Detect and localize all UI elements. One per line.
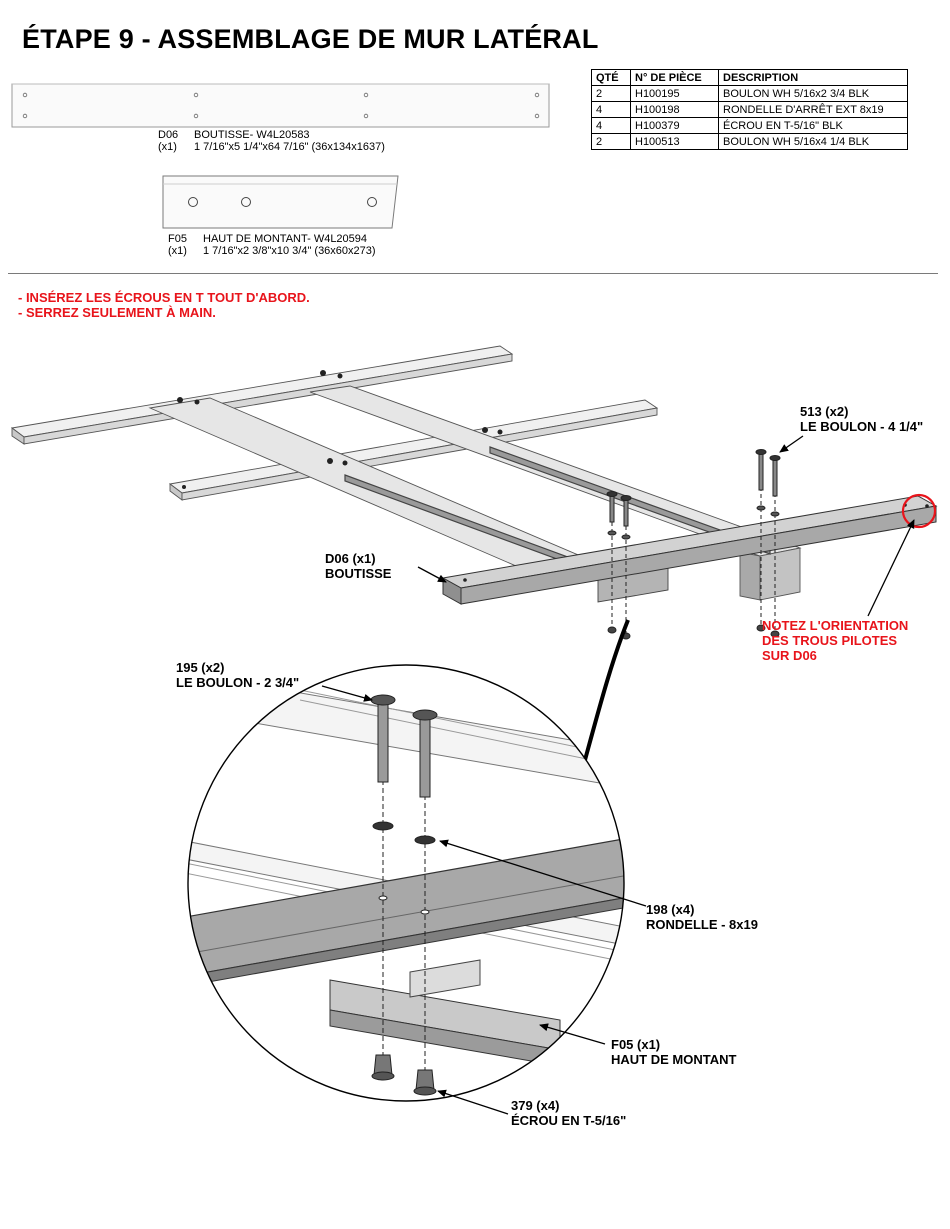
callout-f05-stud-top: F05 (x1) HAUT DE MONTANT: [611, 1037, 737, 1067]
table-cell-description: RONDELLE D'ARRÊT EXT 8x19: [718, 101, 908, 118]
part-d06-dims: 1 7/16"x5 1/4"x64 7/16" (36x134x1637): [194, 141, 385, 153]
table-cell-part-number: H100198: [630, 101, 719, 118]
part-d06-drawing: [11, 83, 550, 229]
parts-table: QTÉ N° DE PIÈCE DESCRIPTION 2 H100195 BO…: [591, 69, 908, 150]
detail-view: [188, 665, 624, 1101]
callout-washer-198: 198 (x4) RONDELLE - 8x19: [646, 902, 758, 932]
detail-connector-curve: [583, 619, 630, 761]
part-f05-code: F05: [168, 233, 187, 245]
part-f05-dims: 1 7/16"x2 3/8"x10 3/4" (36x60x273): [203, 245, 376, 257]
callout-d06-beam: D06 (x1) BOUTISSE: [325, 551, 392, 581]
instruction-note: - INSÉREZ LES ÉCROUS EN T TOUT D'ABORD.: [18, 290, 310, 305]
d06-beam: [441, 495, 938, 605]
table-row: 2 H100513 BOULON WH 5/16x4 1/4 BLK: [591, 133, 908, 150]
callout-t-nut-379: 379 (x4) ÉCROU EN T-5/16": [511, 1098, 627, 1128]
table-cell-description: BOULON WH 5/16x4 1/4 BLK: [718, 133, 908, 150]
part-d06-qty: (x1): [158, 141, 177, 153]
bolts-513: [755, 449, 781, 638]
part-f05-drawing: [162, 175, 399, 229]
detail-circle-border: [187, 664, 625, 1102]
parts-table-header: QTÉ N° DE PIÈCE DESCRIPTION: [591, 69, 908, 86]
table-cell-part-number: H100513: [630, 133, 719, 150]
table-row: 4 H100198 RONDELLE D'ARRÊT EXT 8x19: [591, 101, 908, 118]
table-cell-description: BOULON WH 5/16x2 3/4 BLK: [718, 85, 908, 102]
table-row: 2 H100195 BOULON WH 5/16x2 3/4 BLK: [591, 85, 908, 102]
bolts-195-overview: [606, 491, 632, 640]
callout-bolt-195: 195 (x2) LE BOULON - 2 3/4": [176, 660, 300, 690]
part-d06-code: D06: [158, 129, 179, 141]
section-divider: [8, 273, 938, 274]
part-f05-name: HAUT DE MONTANT- W4L20594: [203, 233, 368, 245]
orientation-highlight-circle: [901, 493, 937, 529]
part-f05-qty: (x1): [168, 245, 187, 257]
table-row: 4 H100379 ÉCROU EN T-5/16" BLK: [591, 117, 908, 134]
part-d06-name: BOUTISSE- W4L20583: [194, 129, 310, 141]
callout-bolt-513: 513 (x2) LE BOULON - 4 1/4": [800, 404, 924, 434]
callout-pilot-hole-orientation: NOTEZ L'ORIENTATION DES TROUS PILOTES SU…: [762, 618, 909, 663]
instruction-note: - SERREZ SEULEMENT À MAIN.: [18, 305, 216, 320]
table-cell-description: ÉCROU EN T-5/16" BLK: [718, 117, 908, 134]
page-title: ÉTAPE 9 - ASSEMBLAGE DE MUR LATÉRAL: [22, 24, 599, 54]
